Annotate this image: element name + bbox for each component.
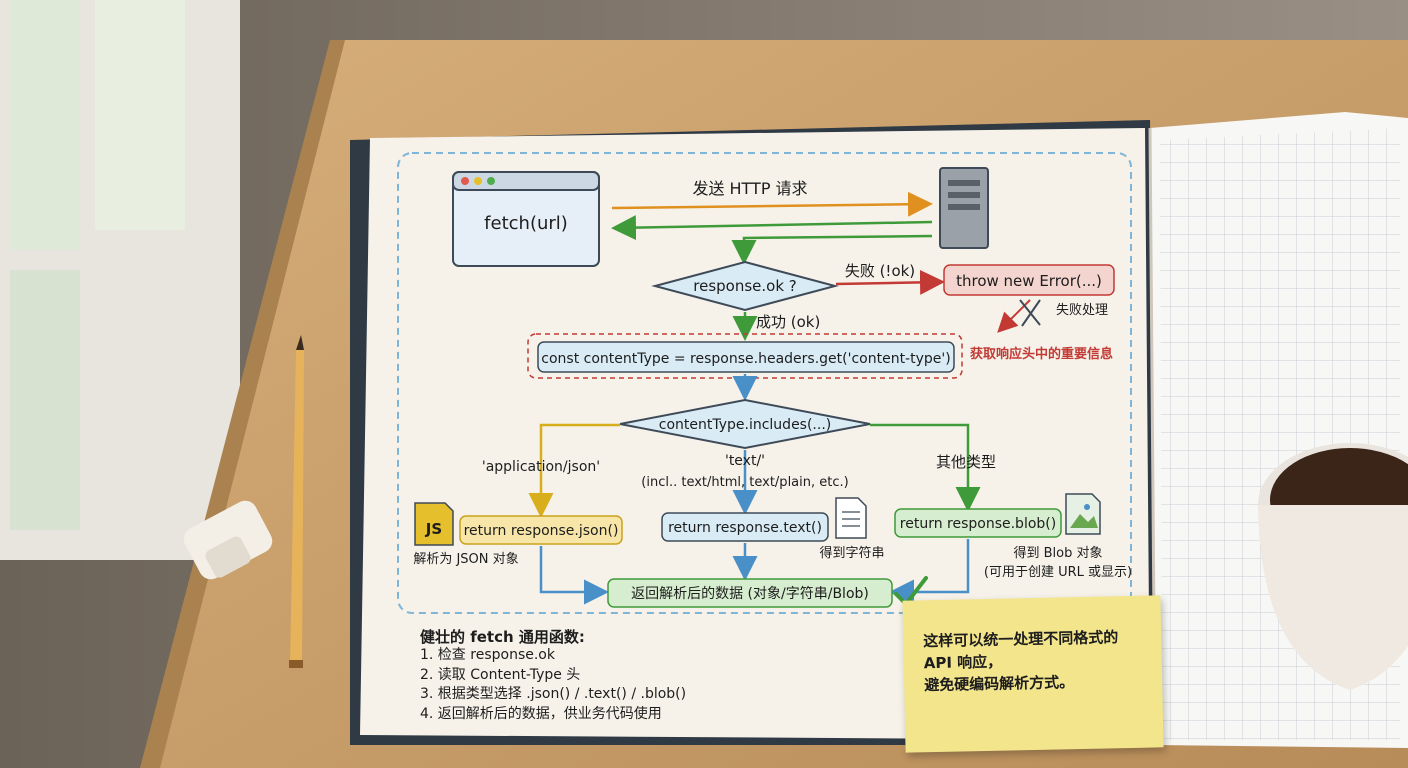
summary-item: 1. 检查 response.ok	[420, 647, 555, 663]
throw-box-label: throw new Error(...)	[956, 272, 1102, 290]
summary-item: 2. 读取 Content-Type 头	[420, 666, 581, 683]
other-branch-arrow	[870, 423, 981, 512]
other-to-return-arrow	[889, 539, 970, 605]
request-arrow	[611, 191, 933, 217]
sticky-note-text: 这样可以统一处理不同格式的 API 响应， 避免硬编码解析方式。	[923, 625, 1154, 696]
eraser	[183, 500, 273, 580]
window-pane-2	[95, 0, 185, 230]
throw-box	[943, 264, 1115, 296]
other-action-box	[894, 508, 1062, 538]
fail-arrow	[835, 269, 945, 295]
request-label: 发送 HTTP 请求	[692, 179, 807, 198]
sticky-line: 避免硬编码解析方式。	[924, 673, 1075, 695]
browser-window: fetch(url)	[452, 171, 600, 267]
summary-title: 健壮的 fetch 通用函数:	[420, 628, 585, 646]
other-result-line1: 得到 Blob 对象	[1013, 545, 1102, 561]
js-badge-label: JS	[425, 520, 442, 538]
browser-dot-yellow	[474, 177, 482, 185]
summary-item: 4. 返回解析后的数据，供业务代码使用	[420, 705, 662, 722]
image-file-icon	[1065, 493, 1101, 535]
json-branch-arrow	[528, 423, 620, 518]
browser-dot-red	[461, 177, 469, 185]
pencil	[289, 335, 304, 668]
response-to-decision-arrow	[731, 234, 933, 265]
json-to-return-arrow	[539, 546, 609, 605]
text-action-label: return response.text()	[668, 520, 822, 536]
server-icon	[939, 167, 989, 249]
decision-response-ok	[651, 260, 839, 312]
other-action-label: return response.blob()	[900, 516, 1056, 532]
document-icon	[835, 497, 867, 539]
cross-icon	[1019, 299, 1041, 327]
json-action-label: return response.json()	[464, 523, 619, 539]
content-type-box-label: const contentType = response.headers.get…	[541, 351, 950, 367]
summary-item: 3. 根据类型选择 .json() / .text() / .blob()	[420, 686, 687, 702]
content-type-box	[537, 341, 955, 373]
coffee-cup	[1258, 443, 1408, 690]
text-condition-detail: (incl.. text/html, text/plain, etc.)	[641, 475, 848, 490]
decision-includes	[619, 398, 871, 450]
text-condition: 'text/'	[725, 453, 765, 469]
success-branch-label: 成功 (ok)	[756, 313, 820, 331]
window-pane-3	[10, 270, 80, 530]
response-arrow	[611, 215, 933, 241]
return-box-label: 返回解析后的数据 (对象/字符串/Blob)	[631, 586, 869, 602]
other-result-line2: (可用于创建 URL 或显示)	[984, 565, 1132, 580]
fail-branch-label: 失败 (!ok)	[845, 262, 915, 280]
js-file-icon: JS	[414, 502, 454, 546]
browser-label: fetch(url)	[484, 213, 568, 234]
text-action-box	[661, 512, 829, 542]
json-action-box	[459, 515, 623, 545]
decision-includes-label: contentType.includes(...)	[659, 417, 832, 433]
summary-list: 1. 检查 response.ok 2. 读取 Content-Type 头 3…	[420, 646, 686, 724]
diagram-frame	[397, 152, 1132, 614]
json-result: 解析为 JSON 对象	[413, 552, 518, 567]
window-pane-1	[10, 0, 80, 250]
other-condition: 其他类型	[936, 453, 996, 471]
decision-response-ok-label: response.ok ?	[693, 277, 797, 295]
return-box	[607, 578, 893, 608]
json-condition: 'application/json'	[482, 459, 600, 475]
fail-handling-label: 失败处理	[1056, 303, 1108, 318]
sticky-note: 这样可以统一处理不同格式的 API 响应， 避免硬编码解析方式。	[902, 595, 1164, 753]
desk-edge	[140, 40, 345, 768]
text-result: 得到字符串	[819, 545, 884, 561]
browser-dot-green	[487, 177, 495, 185]
content-type-note: 获取响应头中的重要信息	[970, 346, 1113, 362]
